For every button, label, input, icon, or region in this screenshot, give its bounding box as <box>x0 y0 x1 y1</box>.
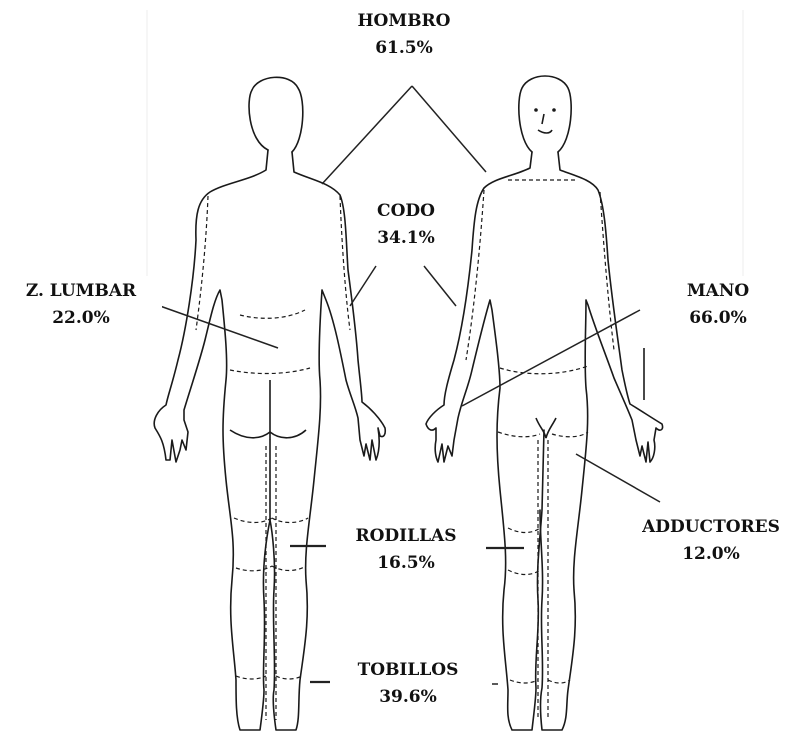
pointer-lines <box>160 86 660 684</box>
label-codo: CODO 34.1% <box>357 196 455 254</box>
label-lumbar: Z. LUMBAR 22.0% <box>0 276 162 334</box>
codo-pointer-left <box>350 266 376 306</box>
aductores-value: 12.0% <box>626 541 796 568</box>
back-torso-left <box>154 150 270 730</box>
codo-name: CODO <box>363 198 449 225</box>
mano-name: MANO <box>668 278 768 305</box>
codo-pointer-right <box>424 266 456 306</box>
aductores-pointer <box>576 454 660 502</box>
label-tobillos: TOBILLOS 39.6% <box>338 655 478 713</box>
lumbar-name: Z. LUMBAR <box>6 278 156 305</box>
tobillos-name: TOBILLOS <box>344 657 472 684</box>
mano-pointer <box>462 310 640 406</box>
hombro-pointer-right <box>412 86 486 172</box>
codo-value: 34.1% <box>363 225 449 252</box>
front-head <box>519 76 571 152</box>
lumbar-pointer <box>160 306 278 348</box>
label-rodillas: RODILLAS 16.5% <box>335 521 477 579</box>
aductores-name: ADDUCTORES <box>626 514 796 541</box>
label-hombro: HOMBRO 61.5% <box>343 6 465 64</box>
back-view-figure <box>154 77 385 730</box>
label-aductores: ADDUCTORES 12.0% <box>620 512 798 570</box>
hombro-value: 61.5% <box>349 35 459 62</box>
front-view-figure <box>426 76 663 730</box>
tobillos-value: 39.6% <box>344 684 472 711</box>
rodillas-value: 16.5% <box>341 550 471 577</box>
hombro-pointer-left <box>322 86 412 184</box>
back-head <box>249 77 303 152</box>
front-torso-right <box>540 152 663 730</box>
lumbar-value: 22.0% <box>6 305 156 332</box>
rodillas-name: RODILLAS <box>341 523 471 550</box>
label-mano: MANO 66.0% <box>662 276 774 334</box>
mano-value: 66.0% <box>668 305 768 332</box>
hombro-name: HOMBRO <box>349 8 459 35</box>
